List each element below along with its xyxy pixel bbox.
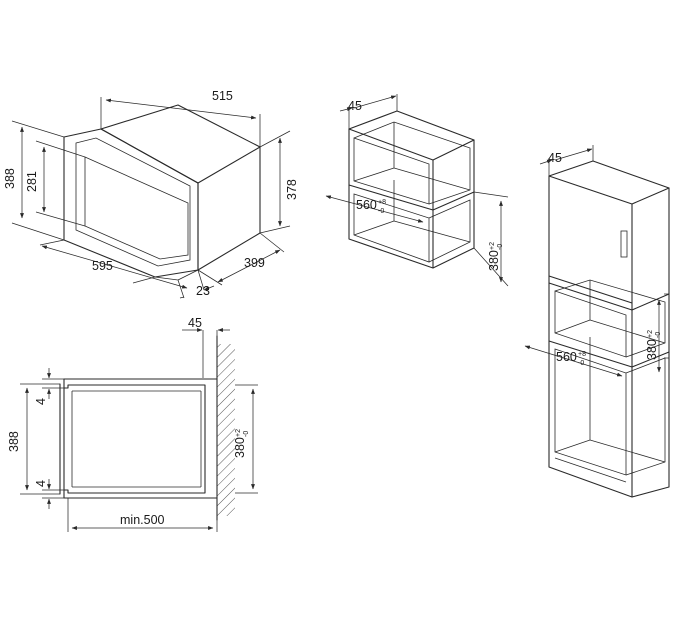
- side-dim-380-tol-sub: -0: [243, 431, 250, 437]
- side-microwave: [63, 384, 206, 494]
- side-dim-4-bottom-label: 4: [34, 480, 48, 487]
- cabinet-dim-380-tol-sub: -0: [655, 332, 662, 338]
- dim-399-label: 399: [244, 256, 265, 270]
- niche-dim-45-label: 45: [348, 99, 362, 113]
- cabinet-dim-380-label: 380: [645, 339, 659, 360]
- cabinet-dim-380-tol-sup: +2: [647, 330, 654, 338]
- dim-378-label: 378: [285, 179, 299, 200]
- side-dim-45-label: 45: [188, 316, 202, 330]
- cabinet-door-handle: [620, 230, 628, 258]
- microwave-front-frame: [63, 128, 199, 278]
- niche-dim-380-tol-sup: +2: [489, 242, 496, 250]
- cabinet-dim-45-label: 45: [548, 151, 562, 165]
- dim-23-label: 23: [196, 284, 210, 298]
- side-dim-4-top-label: 4: [34, 398, 48, 405]
- cabinet-dim-560-label: 560: [556, 350, 577, 364]
- tall-cabinet-body: [548, 160, 670, 498]
- cabinet-dim-560-tol-sup: +8: [578, 351, 586, 358]
- microwave-window: [84, 156, 189, 260]
- microwave-3d-view: 515 388 281 378 595 399 23: [3, 89, 299, 299]
- dim-281-label: 281: [25, 171, 39, 192]
- niche-dim-380-label: 380: [487, 250, 501, 271]
- niche-dim-560-tol-sup: +8: [378, 199, 386, 206]
- side-dim-380-tol-sup: +2: [235, 429, 242, 437]
- tall-cabinet-view: 45 560 +8 -0 380 +2 -0: [524, 145, 670, 498]
- wall-hatch: [217, 344, 235, 516]
- microwave-body: [100, 104, 261, 271]
- niche-dim-560-label: 560: [356, 198, 377, 212]
- dim-595-label: 595: [92, 259, 113, 273]
- side-section-view: 45 4 4 388 380 +2 -0 min.500: [7, 316, 258, 532]
- niche-3d-view: 45 560 +8 -0 380 +2 -0: [325, 94, 509, 287]
- dim-515-label: 515: [212, 89, 233, 103]
- cabinet-dim-560-tol-sub: -0: [578, 360, 584, 367]
- side-dim-380-label: 380: [233, 437, 247, 458]
- side-dim-388-label: 388: [7, 431, 21, 452]
- niche-dim-380-tol-sub: -0: [497, 244, 504, 250]
- niche-cabinet: [348, 110, 475, 269]
- niche-dim-560-tol-sub: -0: [378, 208, 384, 215]
- side-dim-min500-label: min.500: [120, 513, 165, 527]
- dim-388-label: 388: [3, 168, 17, 189]
